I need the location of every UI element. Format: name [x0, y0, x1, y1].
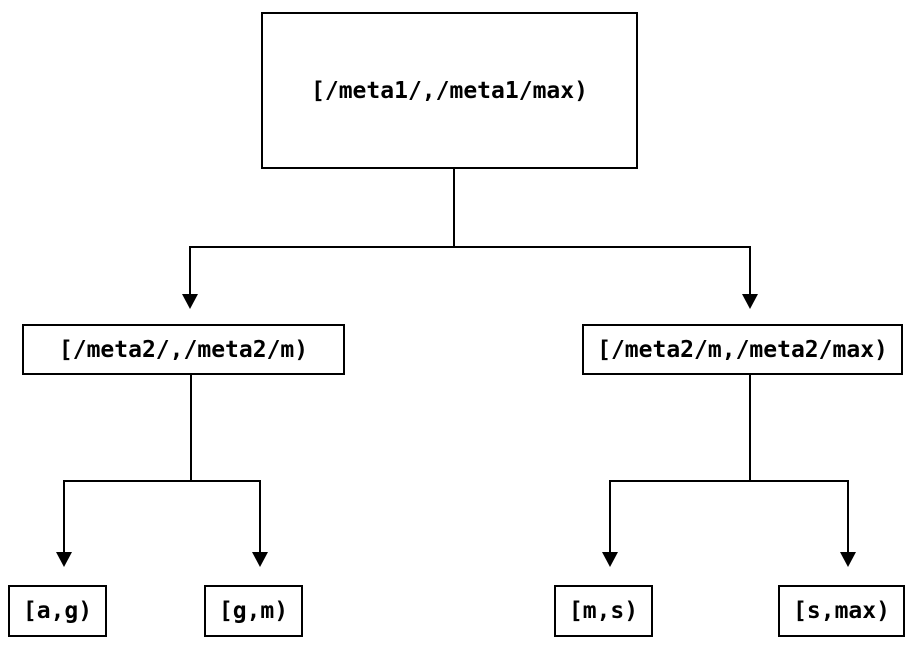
edge-right-to-leftleaf-line	[609, 480, 611, 552]
tree-node-right: [/meta2/m,/meta2/max)	[582, 324, 903, 375]
tree-leaf-a-g: [a,g)	[8, 585, 107, 637]
edge-left-to-rightleaf-line	[259, 480, 261, 552]
edge-right-to-rightleaf-line	[847, 480, 849, 552]
edge-root-to-right-line	[749, 246, 751, 294]
arrow-down-icon	[840, 552, 856, 567]
edge-left-rail-line	[63, 480, 261, 482]
arrow-down-icon	[252, 552, 268, 567]
tree-node-root: [/meta1/,/meta1/max)	[261, 12, 638, 169]
arrow-down-icon	[742, 294, 758, 309]
edge-right-stem-line	[749, 375, 751, 481]
arrow-down-icon	[182, 294, 198, 309]
edge-root-stem-line	[453, 169, 455, 247]
edge-root-rail-line	[189, 246, 751, 248]
tree-leaf-m-s: [m,s)	[554, 585, 653, 637]
tree-leaf-s-max: [s,max)	[778, 585, 905, 637]
edge-root-to-left-line	[189, 246, 191, 294]
tree-node-left: [/meta2/,/meta2/m)	[22, 324, 345, 375]
arrow-down-icon	[56, 552, 72, 567]
edge-left-to-leftleaf-line	[63, 480, 65, 552]
edge-left-stem-line	[190, 375, 192, 481]
arrow-down-icon	[602, 552, 618, 567]
edge-right-rail-line	[609, 480, 849, 482]
tree-leaf-g-m: [g,m)	[204, 585, 303, 637]
